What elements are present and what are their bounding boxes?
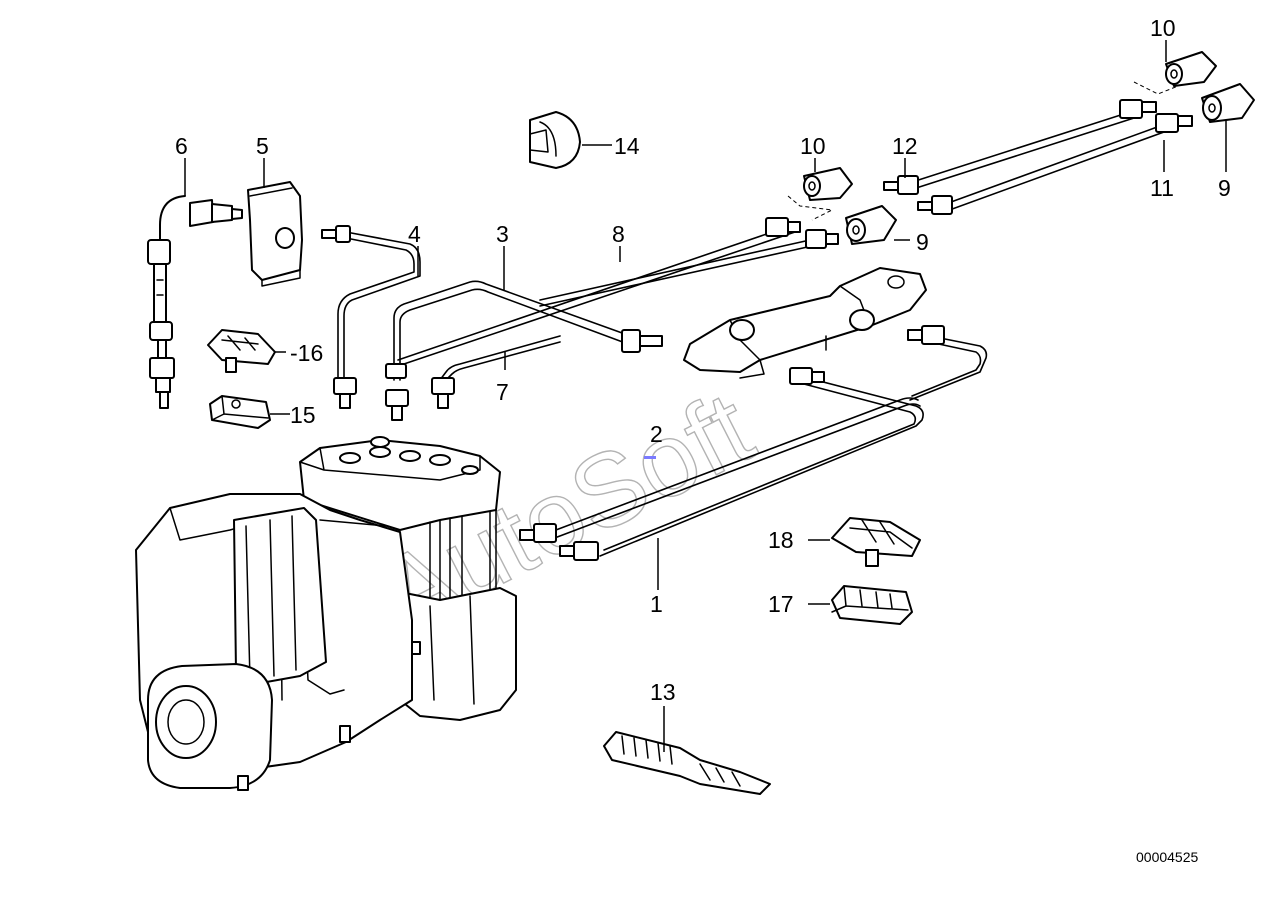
- callout-15: 15: [290, 402, 316, 428]
- part-14-grommet: [529, 111, 581, 169]
- fitting-12-end: [883, 175, 919, 195]
- fitting-line3-end: [621, 329, 663, 353]
- part-5-bracket: [247, 181, 303, 287]
- callout-14: 14: [614, 133, 640, 159]
- master-cylinder: [683, 267, 927, 379]
- fitting-left-2: [385, 363, 409, 421]
- part-15-block: [209, 395, 271, 429]
- fitting-line8-end: [765, 217, 839, 249]
- fitting-11-end: [917, 195, 953, 215]
- fitting-2-end: [519, 523, 557, 543]
- brake-lines-upper: [321, 217, 839, 421]
- callouts: 6 5 4 3 8 7 14 -16 15 10 12 9 10 11 9 2 …: [175, 15, 1231, 705]
- fitting-mc-2: [907, 325, 945, 345]
- fitting-11-right: [1155, 113, 1193, 133]
- brake-lines-upper-right: [883, 99, 1193, 215]
- part-9-fitting-right: [1201, 83, 1255, 123]
- callout-1: 1: [650, 591, 663, 617]
- callout-8: 8: [612, 221, 625, 247]
- fitting-mc-1: [789, 367, 825, 385]
- fitting-12-right: [1119, 99, 1157, 119]
- part-9-fitting-mid: [845, 205, 897, 245]
- part-10-fitting-mid: [803, 167, 853, 201]
- callout-9-right: 9: [1218, 175, 1231, 201]
- document-number: 00004525: [1136, 849, 1199, 865]
- part-18-clip: [831, 517, 921, 567]
- callout-5: 5: [256, 133, 269, 159]
- callout-18: 18: [768, 527, 794, 553]
- fitting-line4-end: [321, 225, 351, 243]
- callout-10-right: 10: [1150, 15, 1176, 41]
- callout-12: 12: [892, 133, 918, 159]
- callout-6: 6: [175, 133, 188, 159]
- callout-11: 11: [1150, 175, 1174, 201]
- fitting-left-1: [333, 377, 357, 409]
- fitting-1-end: [559, 541, 599, 561]
- callout-9-mid: 9: [916, 229, 929, 255]
- callout-2: 2: [650, 421, 663, 447]
- callout-7: 7: [496, 379, 509, 405]
- part-6-brake-hose: [147, 195, 243, 409]
- dash-guide-10-right: [1133, 81, 1179, 95]
- callout-16: -16: [290, 340, 323, 366]
- callout-3: 3: [496, 221, 509, 247]
- brake-lines-lower: [519, 325, 988, 561]
- hydraulic-unit: [135, 436, 517, 791]
- part-17-clip: [831, 585, 913, 625]
- callout-13: 13: [650, 679, 676, 705]
- part-16-clip: [207, 329, 276, 373]
- callout-17: 17: [768, 591, 794, 617]
- dash-guide-10: [787, 195, 834, 221]
- callout-4: 4: [408, 221, 421, 247]
- part-13-clip-strip: [603, 731, 771, 795]
- leader-lines: [184, 40, 1227, 752]
- marker: [644, 456, 656, 459]
- callout-10-mid: 10: [800, 133, 826, 159]
- part-10-fitting-right: [1165, 51, 1217, 87]
- fitting-left-3: [431, 377, 455, 409]
